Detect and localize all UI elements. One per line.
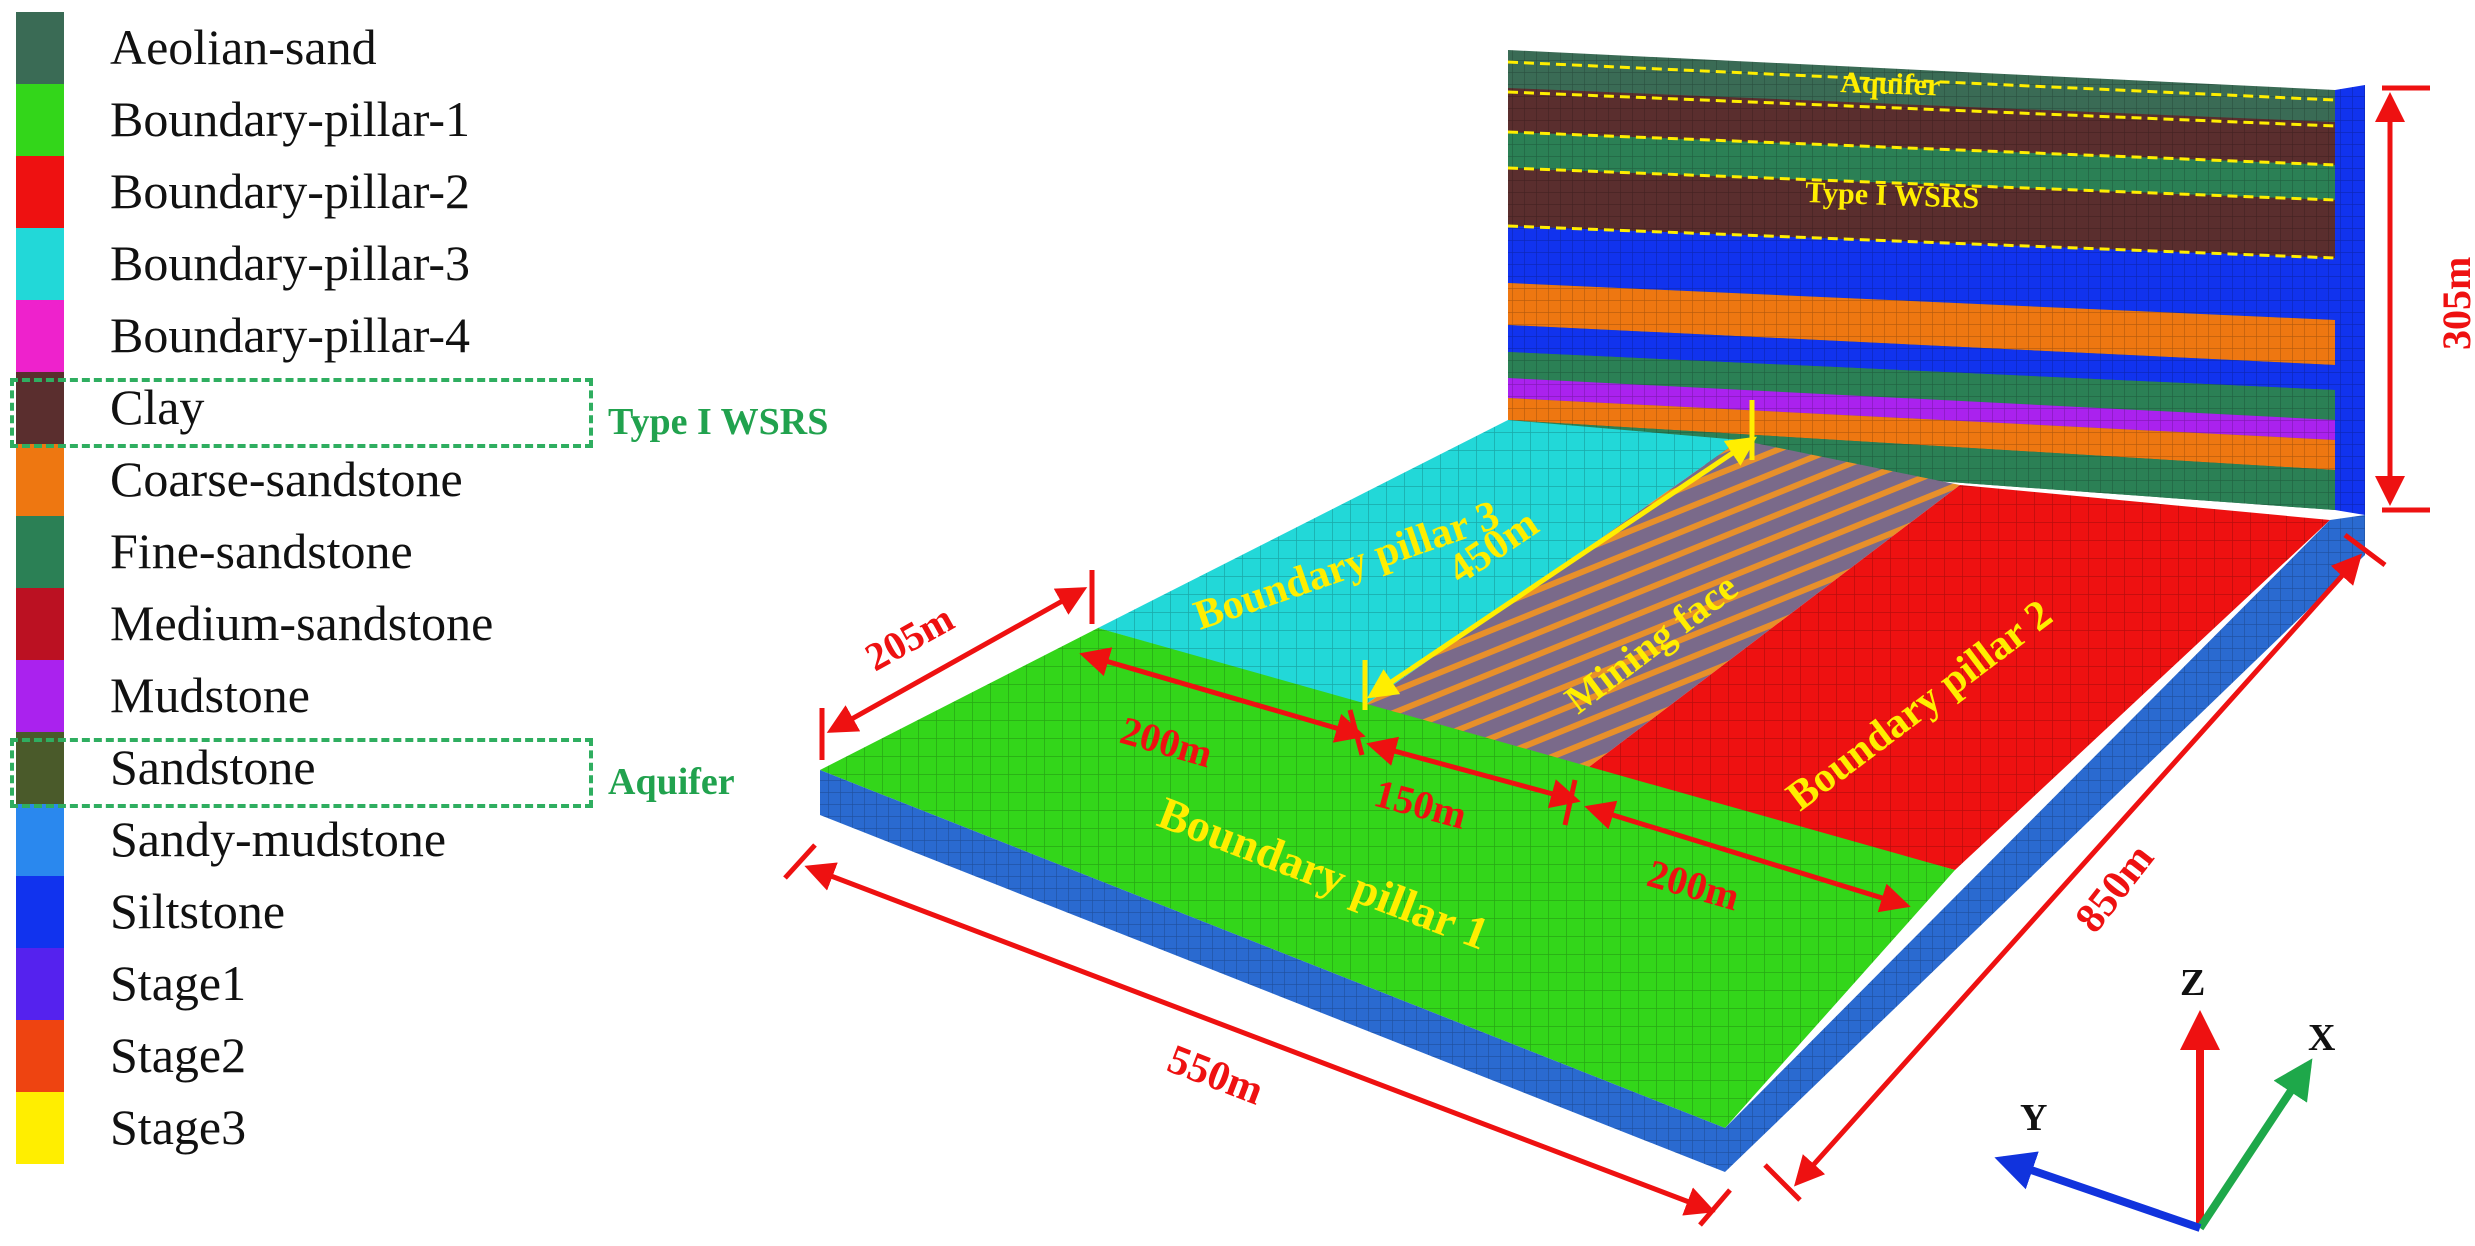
legend-item-clay: Clay — [16, 372, 916, 444]
legend-item-aeolian-sand: Aeolian-sand — [16, 12, 916, 84]
legend-swatch — [16, 516, 64, 588]
legend-swatch — [16, 948, 64, 1020]
legend-item-stage3: Stage3 — [16, 1092, 916, 1164]
axis-z-label: Z — [2180, 962, 2205, 1004]
dim-label-width: 550m — [1161, 1036, 1269, 1114]
legend-label: Boundary-pillar-1 — [110, 91, 471, 147]
legend-item-stage1: Stage1 — [16, 948, 916, 1020]
legend-label: Boundary-pillar-2 — [110, 163, 471, 219]
legend-item-sandy-mudstone: Sandy-mudstone — [16, 804, 916, 876]
dim-lines — [783, 85, 2430, 1227]
legend-group-label-aquifer: Aquifer — [608, 761, 735, 803]
legend-group-label-wsrs: Type I WSRS — [608, 401, 829, 443]
legend-swatch — [16, 228, 64, 300]
legend-swatch — [16, 588, 64, 660]
legend-label: Coarse-sandstone — [110, 451, 463, 507]
legend-label: Siltstone — [110, 883, 286, 939]
legend-label: Sandy-mudstone — [110, 811, 447, 867]
legend-swatch — [16, 876, 64, 948]
legend-swatch — [16, 372, 64, 444]
legend-swatch — [16, 660, 64, 732]
legend-swatch — [16, 84, 64, 156]
axis-x-label: X — [2308, 1017, 2335, 1059]
legend-swatch — [16, 804, 64, 876]
dim-label-height: 305m — [2434, 257, 2475, 350]
legend-label: Medium-sandstone — [110, 595, 494, 651]
wall-label-wsrs: Type I WSRS — [1805, 176, 1980, 215]
legend-label: Stage2 — [110, 1027, 247, 1083]
axis-triad: Z X Y — [1994, 962, 2335, 1232]
legend-item-coarse-sandstone: Coarse-sandstone — [16, 444, 916, 516]
legend-swatch — [16, 444, 64, 516]
legend-label: Boundary-pillar-3 — [110, 235, 471, 291]
legend-swatch — [16, 300, 64, 372]
axis-y-arrow — [1994, 1151, 2202, 1232]
legend-swatch — [16, 1020, 64, 1092]
legend-item-stage2: Stage2 — [16, 1020, 916, 1092]
legend-group-box-wsrs — [10, 378, 593, 448]
legend-item-medium-sandstone: Medium-sandstone — [16, 588, 916, 660]
legend: Aeolian-sand Boundary-pillar-1 Boundary-… — [0, 0, 900, 1246]
legend-label: Mudstone — [110, 667, 310, 723]
legend-item-boundary-pillar-1: Boundary-pillar-1 — [16, 84, 916, 156]
legend-item-boundary-pillar-4: Boundary-pillar-4 — [16, 300, 916, 372]
legend-item-boundary-pillar-2: Boundary-pillar-2 — [16, 156, 916, 228]
legend-item-siltstone: Siltstone — [16, 876, 916, 948]
axis-x-arrow — [2196, 1058, 2313, 1231]
legend-item-fine-sandstone: Fine-sandstone — [16, 516, 916, 588]
legend-label: Clay — [110, 379, 205, 435]
legend-label: Fine-sandstone — [110, 523, 413, 579]
legend-item-boundary-pillar-3: Boundary-pillar-3 — [16, 228, 916, 300]
wall-dashed-lines — [1507, 60, 2336, 260]
legend-swatch — [16, 732, 64, 804]
dim-label-length: 850m — [2067, 836, 2164, 942]
wall-label-aquifer: Aquifer — [1840, 66, 1941, 102]
legend-label: Stage1 — [110, 955, 247, 1011]
legend-group-box-aquifer — [10, 738, 593, 808]
legend-label: Stage3 — [110, 1099, 247, 1155]
axis-y-label: Y — [2020, 1097, 2047, 1139]
dim-face-advance — [1362, 400, 1757, 710]
legend-label: Aeolian-sand — [110, 19, 377, 75]
legend-swatch — [16, 156, 64, 228]
legend-swatch — [16, 1092, 64, 1164]
legend-label: Sandstone — [110, 739, 316, 795]
legend-item-mudstone: Mudstone — [16, 660, 916, 732]
legend-item-sandstone: Sandstone — [16, 732, 916, 804]
wall-side-face — [2335, 85, 2365, 515]
legend-label: Boundary-pillar-4 — [110, 307, 471, 363]
legend-swatch — [16, 12, 64, 84]
